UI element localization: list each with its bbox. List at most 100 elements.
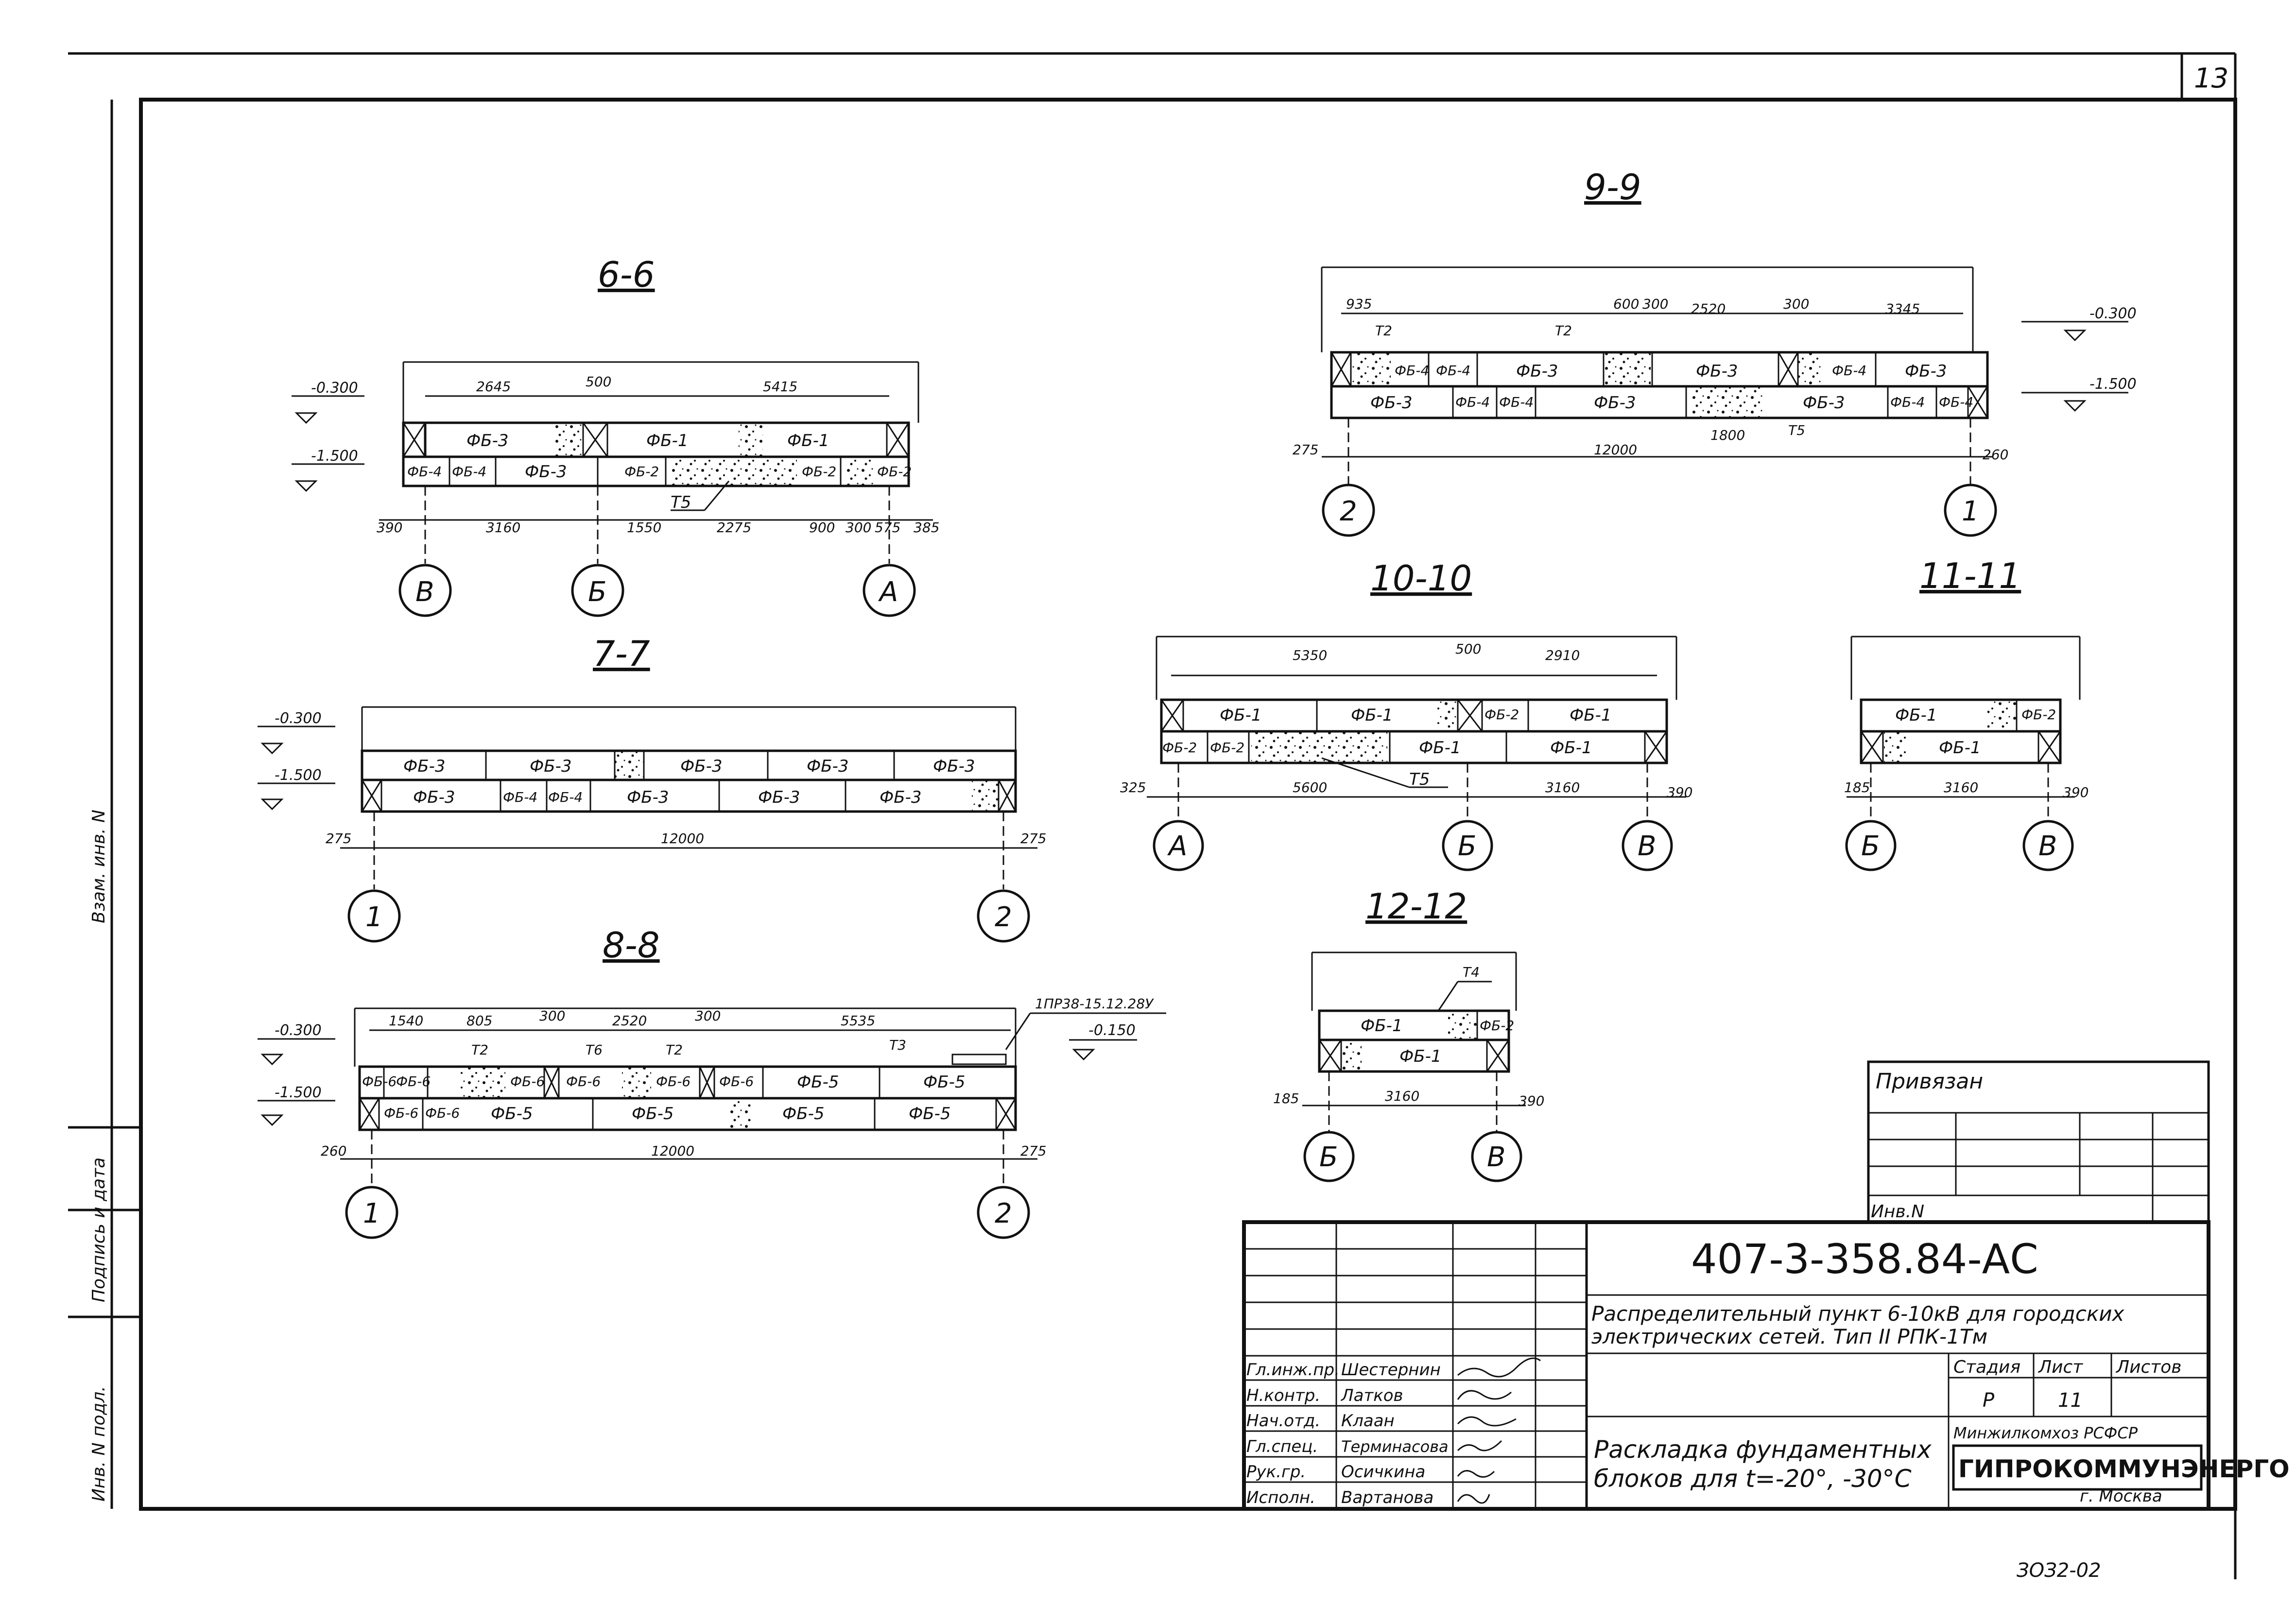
- dimension: 500: [586, 374, 611, 390]
- block-label: ФБ-4: [1436, 363, 1470, 379]
- organization-name: ГИПРОКОММУНЭНЕРГО: [1958, 1455, 2290, 1483]
- dimension: 325: [1120, 779, 1146, 795]
- dimension: 300: [1783, 296, 1809, 312]
- dimension: 275: [1020, 1143, 1046, 1159]
- block-label: ФБ-3: [880, 788, 922, 807]
- elevation-bottom: -1.500: [2089, 376, 2137, 393]
- block-label: ФБ-1: [646, 431, 689, 450]
- signature-mark: [1457, 1494, 1490, 1504]
- ministry-name: Минжилкомхоз РСФСР: [1953, 1424, 2138, 1442]
- block-label: ФБ-3: [413, 788, 455, 807]
- left-margin-strip: Инв. N подл. Подпись и дата Взам. инв. N: [68, 100, 141, 1509]
- block-label: ФБ-1: [1570, 706, 1612, 725]
- axis-label: 2: [1340, 496, 1357, 527]
- block-label: ФБ-6: [656, 1073, 691, 1089]
- dimension: 1540: [389, 1013, 423, 1029]
- block-label: ФБ-1: [1399, 1047, 1442, 1066]
- block-label: ФБ-3: [1803, 393, 1845, 413]
- project-line-2: электрических сетей. Тип II РПК-1Тм: [1591, 1325, 1987, 1348]
- dimension: 900: [809, 519, 835, 536]
- binding-title: Привязан: [1876, 1069, 1983, 1094]
- block-label: ФБ-5: [782, 1104, 825, 1123]
- dimension: 12000: [651, 1143, 694, 1159]
- bottom-stamp: ЗОЗ2-02: [2017, 1559, 2101, 1582]
- block-label: ФБ-3: [933, 757, 975, 776]
- axis-label: А: [878, 576, 898, 608]
- block-label: ФБ-3: [1370, 393, 1413, 413]
- dimension: 390: [2063, 784, 2089, 800]
- dimension: 300: [539, 1008, 565, 1024]
- binding-block: Привязан Инв.N: [1867, 1060, 2210, 1224]
- staff-role: Рук.гр.: [1246, 1462, 1306, 1482]
- staff-name: Терминасова: [1341, 1437, 1449, 1456]
- embedded-part-tag: Т2: [1375, 323, 1392, 339]
- staff-role: Нач.отд.: [1246, 1411, 1320, 1431]
- margin-label-sign: Подпись и дата: [89, 1158, 109, 1302]
- embedded-part-tag: Т2: [666, 1042, 683, 1058]
- block-label: ФБ-2: [1162, 740, 1197, 756]
- sheets-header: Листов: [2115, 1357, 2181, 1377]
- margin-label-inv: Инв. N подл.: [89, 1386, 109, 1502]
- dimension: 260: [1983, 447, 2008, 463]
- staff-role: Гл.спец.: [1246, 1437, 1318, 1456]
- inv-label: Инв.N: [1871, 1202, 1924, 1222]
- axis-label: Б: [588, 576, 606, 608]
- block-label: ФБ-2: [1480, 1018, 1514, 1034]
- dimension: 3160: [1944, 779, 1978, 795]
- section-10-10: 10-10 ФБ-1 ФБ-1 ФБ-2 ФБ-1 ФБ-2 ФБ-2 ФБ-1…: [1120, 558, 1692, 871]
- dimension: 2520: [1691, 301, 1726, 317]
- block-label: ФБ-3: [1696, 362, 1738, 381]
- dimension: 185: [1844, 779, 1870, 795]
- title-block: Гл.инж.пр. Шестернин Н.контр. Латков Нач…: [1242, 1220, 2290, 1511]
- elevation-bottom: -1.500: [311, 448, 358, 465]
- axis-label: 2: [995, 901, 1012, 933]
- block-label: ФБ-4: [407, 464, 442, 480]
- dimension: 1800: [1710, 427, 1745, 443]
- embedded-part-tag: Т2: [1555, 323, 1572, 339]
- embedded-part-tag: Т5: [1409, 770, 1430, 789]
- block-label: ФБ-3: [525, 462, 567, 482]
- axis-label: 2: [995, 1198, 1012, 1229]
- elevation-top: -0.300: [311, 380, 358, 397]
- axis-label: А: [1167, 830, 1187, 862]
- dimension: 390: [1667, 784, 1692, 800]
- dimension: 3160: [1545, 779, 1580, 795]
- dimension: 390: [1519, 1093, 1544, 1109]
- axis-label: Б: [1458, 830, 1476, 862]
- sheet-frame: 13 ЗОЗ2-02: [68, 52, 2237, 1582]
- block-label: ФБ-5: [632, 1104, 674, 1123]
- section-title: 6-6: [598, 254, 655, 295]
- dimension: 12000: [661, 830, 704, 847]
- block-label: ФБ-4: [503, 789, 537, 805]
- staff-role: Н.контр.: [1246, 1386, 1320, 1405]
- project-line-1: Распределительный пункт 6-10кВ для город…: [1591, 1302, 2125, 1326]
- margin-label-replace: Взам. инв. N: [89, 810, 109, 923]
- signature-mark: [1457, 1416, 1517, 1427]
- block-label: ФБ-4: [452, 464, 486, 480]
- dimension: 260: [321, 1143, 346, 1159]
- elevation-bottom: -1.500: [275, 1084, 322, 1101]
- block-label: ФБ-1: [1361, 1016, 1403, 1036]
- section-8-8: 8-8 -0.300 -1.500 -0.150 1ПР38-15.12.28У…: [258, 925, 1166, 1239]
- block-label: ФБ-6: [384, 1105, 418, 1121]
- section-title: 10-10: [1370, 558, 1472, 599]
- dimension: 300: [1642, 296, 1668, 312]
- axis-label: В: [415, 576, 434, 608]
- dimension: 300: [846, 519, 871, 536]
- block-label: ФБ-2: [1485, 707, 1519, 723]
- block-label: ФБ-4: [548, 789, 583, 805]
- block-label: ФБ-3: [466, 431, 509, 450]
- block-label: ФБ-2: [802, 464, 836, 480]
- elevation-extra: -0.150: [1088, 1022, 1136, 1039]
- block-label: ФБ-5: [909, 1104, 951, 1123]
- dimension: 5600: [1293, 779, 1327, 795]
- dimension: 275: [1293, 442, 1318, 458]
- signature-mark: [1457, 1390, 1512, 1400]
- block-label: ФБ-1: [1351, 706, 1393, 725]
- axis-label: В: [2038, 830, 2057, 862]
- dimension: 575: [875, 519, 900, 536]
- page-number: 13: [2194, 63, 2228, 94]
- elevation-top: -0.300: [275, 1022, 322, 1039]
- embedded-part-tag: Т4: [1463, 964, 1480, 980]
- axis-label: 1: [365, 901, 383, 933]
